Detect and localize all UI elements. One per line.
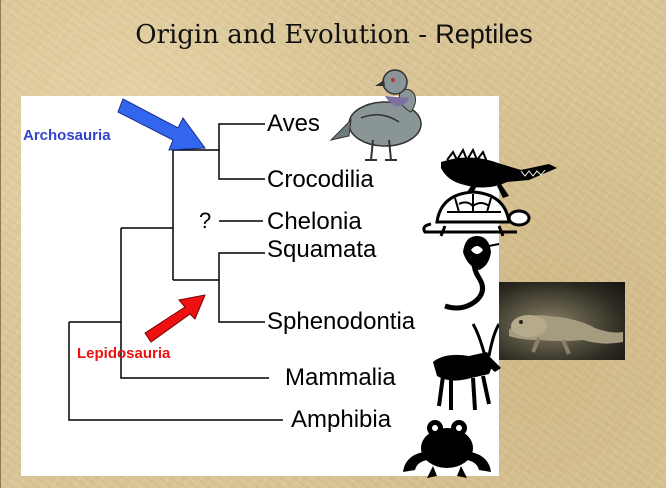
taxon-chelonia: Chelonia: [267, 210, 362, 234]
uncertain-placement-marker: ?: [199, 210, 211, 232]
turtle-icon: [424, 192, 529, 236]
pigeon-icon: [331, 70, 421, 160]
archosauria-arrow: [118, 99, 205, 150]
crocodile-icon: [441, 150, 557, 198]
branch-aves-crocodilia: [219, 124, 265, 179]
frog-icon: [403, 420, 491, 478]
taxon-squamata: Squamata: [267, 238, 376, 262]
tuatara-photo: [499, 282, 625, 360]
clade-label-lepidosauria: Lepidosauria: [77, 346, 170, 361]
taxon-mammalia: Mammalia: [285, 366, 396, 390]
branch-squamata-sphenodontia: [219, 253, 265, 322]
antelope-icon: [433, 324, 501, 410]
taxon-amphibia: Amphibia: [291, 408, 391, 432]
lepidosauria-arrow: [145, 295, 205, 342]
branch-amphibia: [69, 322, 283, 420]
taxon-sphenodontia: Sphenodontia: [267, 310, 415, 334]
clade-label-archosauria: Archosauria: [23, 128, 111, 143]
taxon-crocodilia: Crocodilia: [267, 168, 374, 192]
taxon-aves: Aves: [267, 112, 320, 136]
cobra-icon: [445, 236, 499, 308]
